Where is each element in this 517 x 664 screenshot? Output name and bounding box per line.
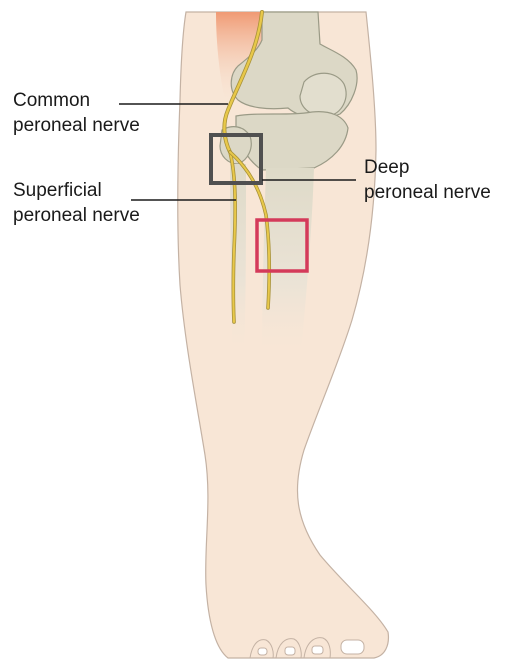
label-superficial-peroneal-nerve: Superficial peroneal nerve [13,178,140,228]
patella-bone [300,73,346,116]
label-common-peroneal-nerve: Common peroneal nerve [13,88,140,138]
label-deep-peroneal-nerve: Deep peroneal nerve [364,155,491,205]
